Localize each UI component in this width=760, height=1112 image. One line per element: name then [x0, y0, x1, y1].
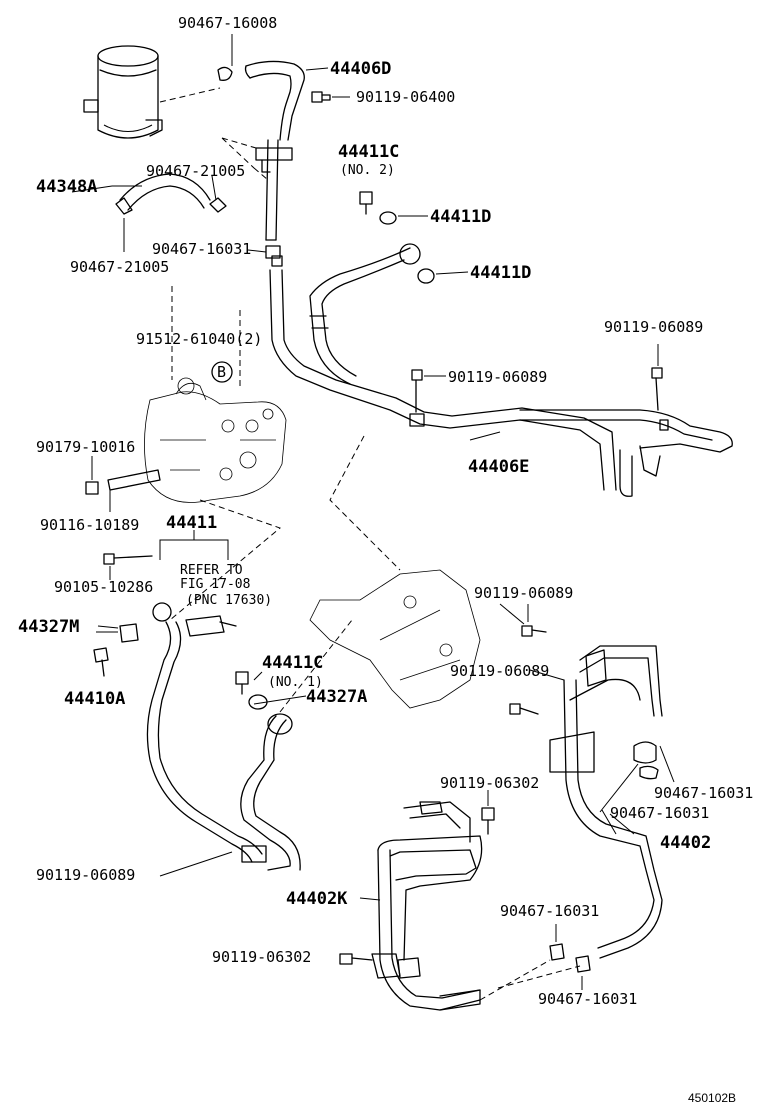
- label-44411D-a: 44411D: [430, 207, 491, 227]
- label-90105-10286: 90105-10286: [54, 578, 153, 596]
- label-44327A: 44327A: [306, 687, 367, 707]
- nut-44327M: [97, 623, 139, 643]
- hose-44406D: [244, 60, 329, 141]
- nut-90179-10016: [85, 456, 99, 495]
- label-90467-21005-a: 90467-21005: [146, 162, 245, 180]
- pipe-vertical-center: [255, 139, 293, 267]
- label-group: 90467-16008 44406D 90119-06400 44411C (N…: [18, 14, 753, 1105]
- label-44327M: 44327M: [18, 617, 79, 637]
- steering-gear-housing: [309, 569, 481, 709]
- sensor-fitting: [185, 615, 237, 637]
- pipe-assembly-44406E: [269, 243, 733, 497]
- dash-pump-down: [169, 499, 281, 621]
- label-44402K: 44402K: [286, 889, 348, 909]
- label-90467-16031-top: 90467-16031: [152, 240, 251, 258]
- clamp-90467-16008: [217, 34, 233, 81]
- label-44348A: 44348A: [36, 177, 97, 197]
- label-44406D: 44406D: [330, 59, 391, 79]
- label-90116-10189: 90116-10189: [40, 516, 139, 534]
- label-refer-to: REFER TO: [180, 563, 243, 578]
- label-44406E: 44406E: [468, 457, 529, 477]
- label-90467-16031-r3: 90467-16031: [500, 902, 599, 920]
- bolt-90119-06302-b: [339, 953, 373, 965]
- bolt-90119-06302-a: [481, 790, 495, 835]
- pipe-assembly-44402K: [359, 801, 483, 1011]
- pipe-assembly-44410A: [146, 602, 301, 877]
- label-90119-06089-right: 90119-06089: [604, 318, 703, 336]
- label-44411: 44411: [166, 513, 217, 533]
- label-90119-06302-a: 90119-06302: [440, 774, 539, 792]
- dash-reservoir-clamp: [159, 87, 221, 103]
- pipe-assembly-44402: [549, 645, 675, 959]
- washer-44411D-a: [379, 211, 428, 225]
- power-steering-pump: [144, 377, 287, 503]
- label-90467-16008: 90467-16008: [178, 14, 277, 32]
- dash-center: [329, 435, 401, 571]
- label-90467-21005-b: 90467-21005: [70, 258, 169, 276]
- clamp-90467-16031-r4: [575, 955, 591, 990]
- label-44411D-b: 44411D: [470, 263, 531, 283]
- label-pnc: (PNC 17630): [186, 593, 272, 608]
- bolt-90119-06400: [311, 91, 350, 103]
- leader-lines: [71, 185, 565, 705]
- label-90179-10016: 90179-10016: [36, 438, 135, 456]
- label-90467-16031-r1: 90467-16031: [654, 784, 753, 802]
- label-b: B: [217, 363, 226, 381]
- stud-90116-10189: [107, 469, 161, 512]
- label-90467-16031-r2: 90467-16031: [610, 804, 709, 822]
- bolt-90119-06089-b: [521, 604, 547, 637]
- washer-44411D-b: [417, 268, 469, 284]
- clamp-90467-16031-r3: [549, 924, 565, 961]
- diagram-id: 450102B: [688, 1091, 736, 1105]
- bolt-90119-06089-c: [509, 703, 539, 715]
- label-90119-06089-mid: 90119-06089: [448, 368, 547, 386]
- label-90119-06089-c: 90119-06089: [450, 662, 549, 680]
- label-44402: 44402: [660, 833, 711, 853]
- reservoir-tank: [83, 45, 163, 139]
- bolt-44411C-no2: [359, 191, 373, 215]
- label-90119-06302-b: 90119-06302: [212, 948, 311, 966]
- label-44410A: 44410A: [64, 689, 125, 709]
- label-91512-61040: 91512-61040(2): [136, 330, 262, 348]
- label-44411C-no2: 44411C: [338, 142, 399, 162]
- bolt-90119-06089-right: [651, 344, 663, 411]
- bracket-44411: [159, 530, 229, 560]
- bolt-90119-06089-mid: [411, 369, 446, 413]
- label-90119-06400: 90119-06400: [356, 88, 455, 106]
- dash-bottom: [479, 959, 581, 1001]
- clamp-90467-16031-top: [265, 245, 281, 259]
- label-90467-16031-r4: 90467-16031: [538, 990, 637, 1008]
- bolt-44411C-no1: [235, 671, 249, 695]
- bolt-90105-10286: [103, 553, 153, 580]
- hose-44348A: [112, 173, 227, 252]
- bolt-44410A: [93, 647, 109, 677]
- label-44411C-no1: 44411C: [262, 653, 323, 673]
- label-no1: (NO. 1): [268, 675, 323, 690]
- dash-bracket: [221, 137, 269, 181]
- label-90119-06089-b: 90119-06089: [474, 584, 573, 602]
- label-fig: FIG 17-08: [180, 577, 250, 592]
- reference-b: [211, 361, 233, 383]
- label-90119-06089-d: 90119-06089: [36, 866, 135, 884]
- label-no2: (NO. 2): [340, 163, 395, 178]
